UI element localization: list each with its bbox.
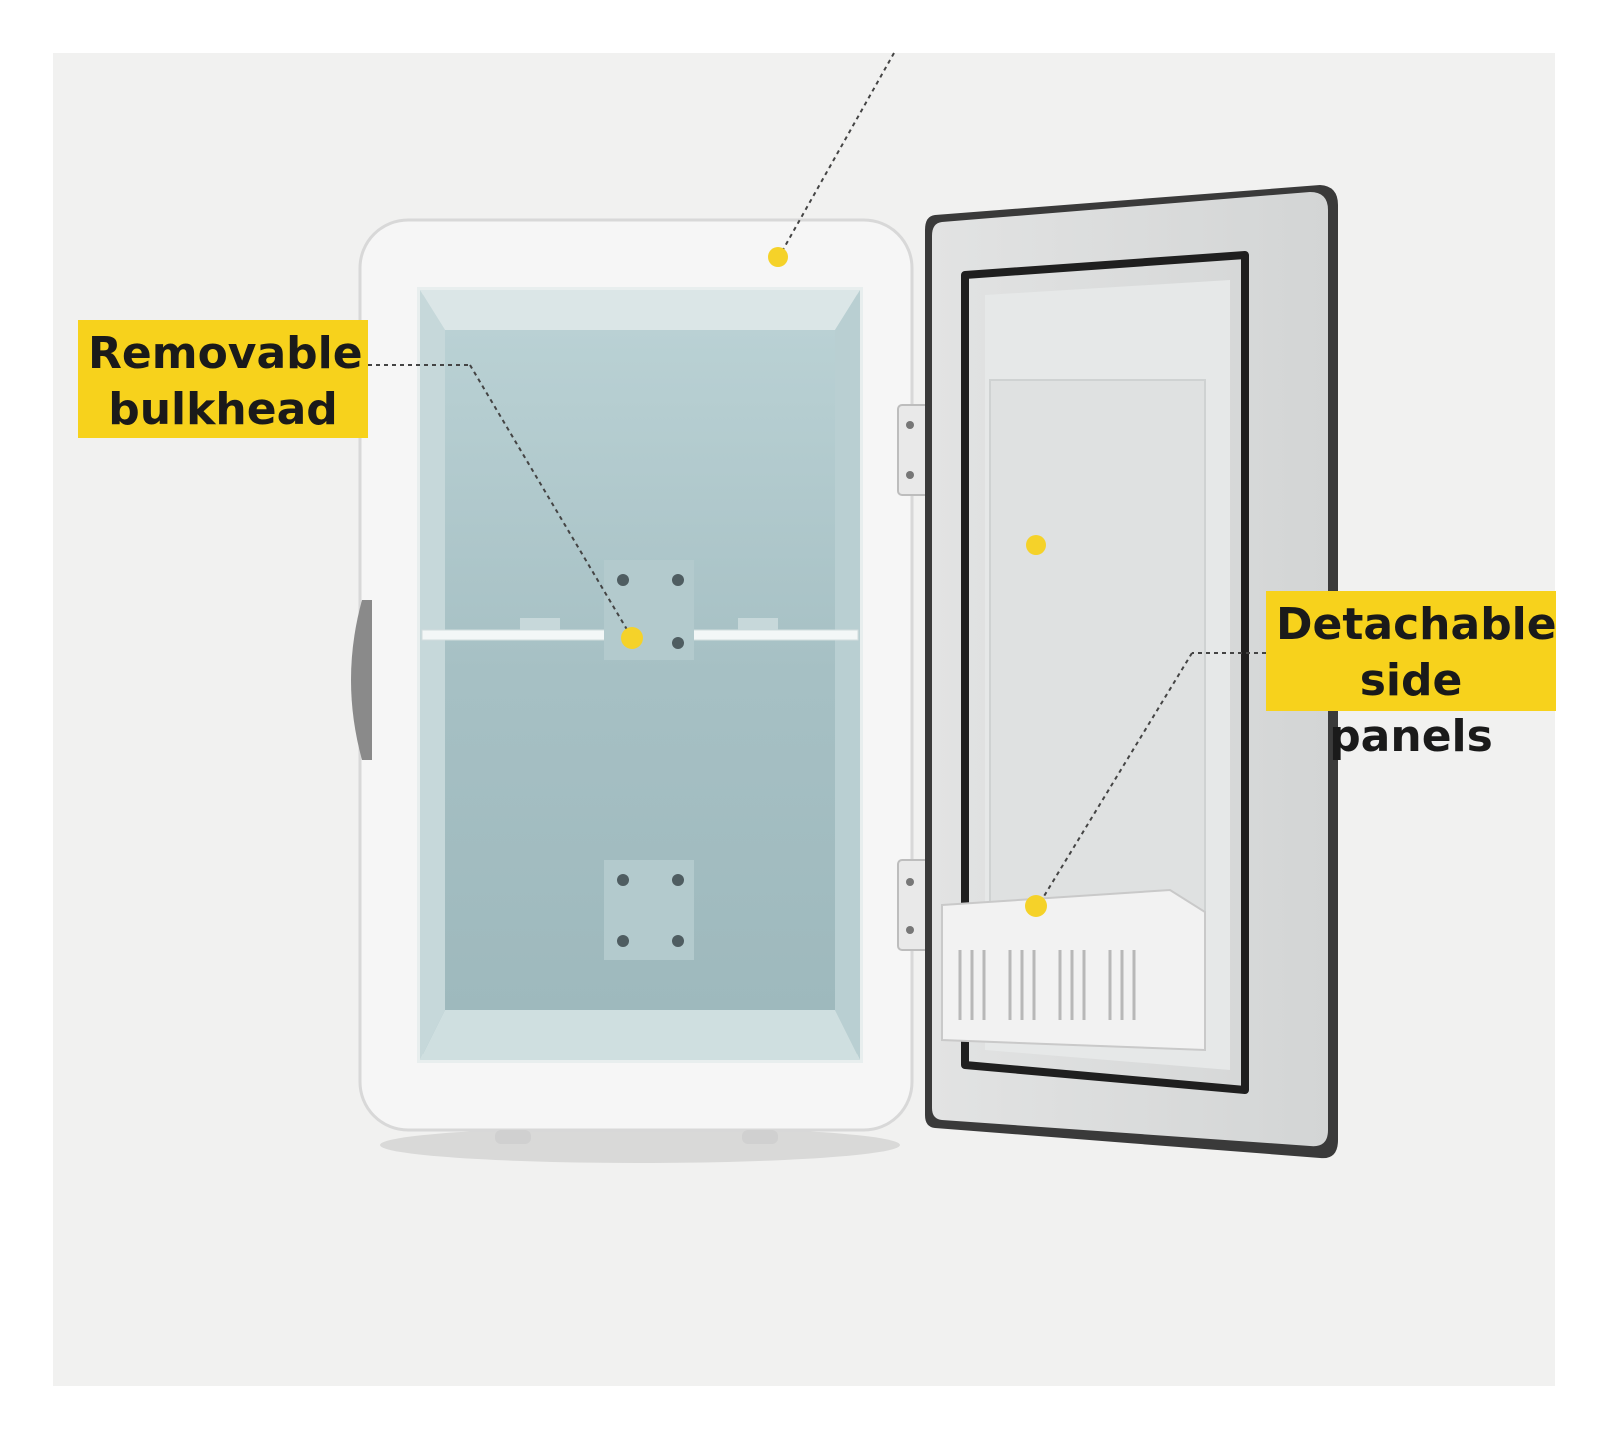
screw [672, 935, 684, 947]
fridge-foot-right [742, 1130, 778, 1144]
screw [617, 874, 629, 886]
hinge-screw [906, 421, 914, 429]
hinge-screw [906, 878, 914, 886]
interior-top-wall [420, 290, 860, 330]
interior-left-wall [420, 290, 445, 1060]
door-gasket [961, 251, 1249, 1094]
side-handle [351, 600, 372, 760]
callout-line: Removable [88, 328, 363, 379]
marker-dot-panel [1025, 895, 1047, 917]
marker-dot-top [768, 247, 788, 267]
callout-line: bulkhead [108, 384, 338, 435]
marker-dot-door [1026, 535, 1046, 555]
marker-dot-bulkhead [621, 627, 643, 649]
screw [617, 574, 629, 586]
hinge-screw [906, 471, 914, 479]
fridge-foot-left [495, 1130, 531, 1144]
callout-line: side panels [1329, 655, 1493, 762]
door-bin-vents [958, 950, 1136, 1020]
interior-right-wall [835, 290, 860, 1060]
shelf-clip-left [520, 618, 560, 630]
shelf-clip-right [738, 618, 778, 630]
screw [617, 935, 629, 947]
screw [672, 574, 684, 586]
callout-line: Detachable [1276, 599, 1557, 650]
hinge-screw [906, 926, 914, 934]
interior-floor [420, 1010, 860, 1060]
screw [672, 637, 684, 649]
callout-detachable-side-panels: Detachable side panels [1266, 591, 1557, 762]
callout-removable-bulkhead: Removable bulkhead [78, 320, 368, 438]
screw [672, 874, 684, 886]
leader-lines [368, 52, 1266, 907]
door-panel-inset [989, 379, 1206, 941]
fridge-shadow [380, 1127, 900, 1163]
